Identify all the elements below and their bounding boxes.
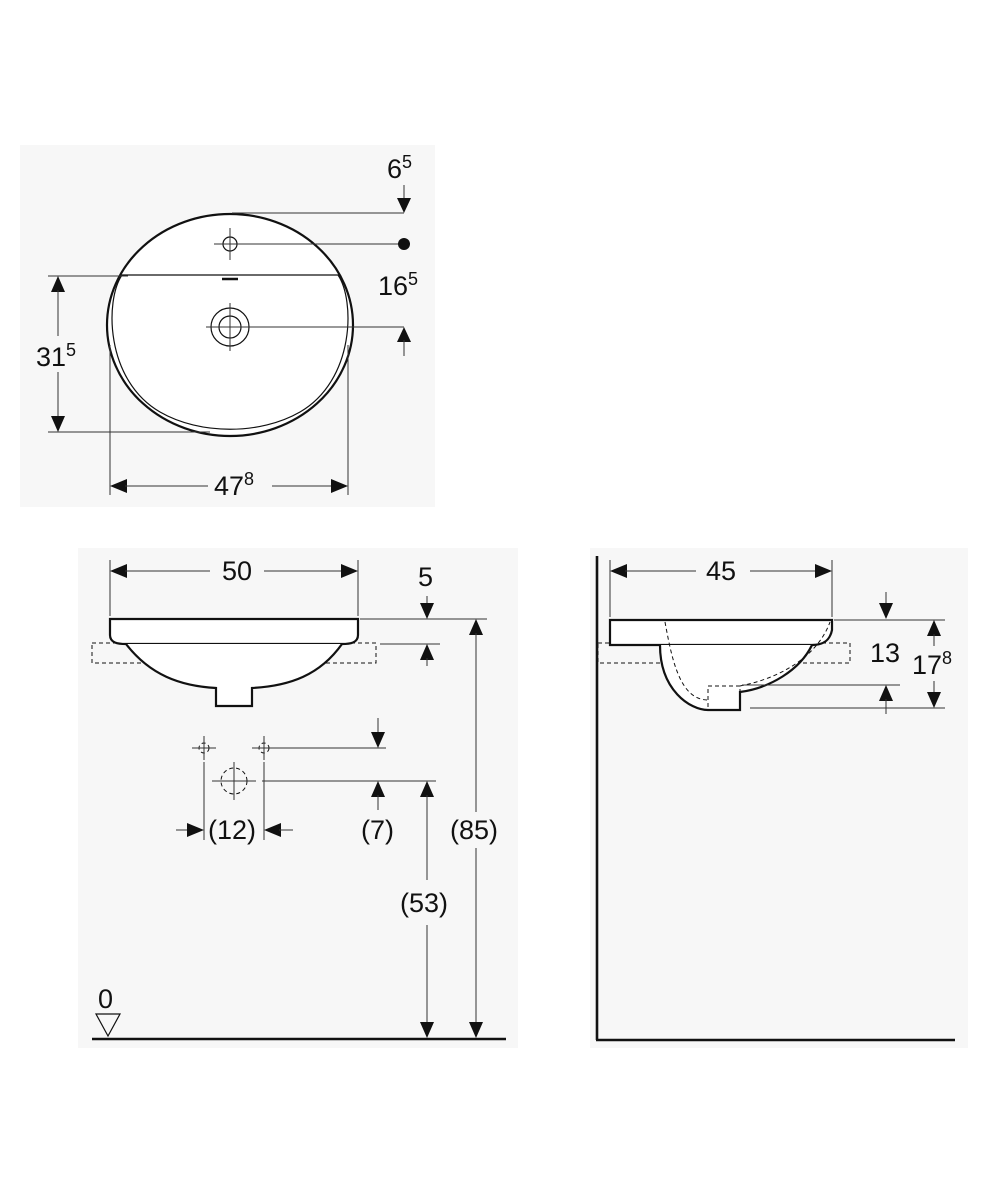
front-view: 50 5 (7) — [91, 556, 506, 1041]
arrow-down-icon — [371, 732, 385, 748]
dim-front-width: 50 — [222, 556, 252, 586]
basin-inner-side — [664, 621, 831, 701]
arrow-right-icon — [331, 479, 348, 493]
dim-total-height: (85) — [450, 815, 498, 845]
basin-bowl-front — [125, 643, 343, 708]
arrow-down-icon — [420, 603, 434, 619]
arrow-left-icon — [110, 479, 127, 493]
tap-connection-right-icon — [252, 736, 276, 760]
arrow-left-icon — [264, 823, 281, 837]
dim-drain-offset: 165 — [378, 269, 418, 301]
waste-connection-icon — [212, 762, 256, 800]
dim-side-total: 178 — [912, 648, 952, 680]
dim-bowl: 13 — [870, 638, 900, 668]
arrow-up-icon — [371, 781, 385, 797]
floor-level-label: 0 — [98, 984, 113, 1014]
dim-side-depth: 45 — [706, 556, 736, 586]
basin-front-body — [108, 617, 360, 646]
outlet-side — [707, 685, 741, 711]
arrow-down-icon — [879, 603, 893, 619]
arrow-down-icon — [397, 198, 411, 213]
drain-icon — [206, 303, 254, 351]
arrow-down-icon — [420, 1022, 434, 1038]
arrow-left-icon — [610, 564, 627, 578]
dim-width: 478 — [214, 469, 254, 501]
basin-side-body — [608, 618, 834, 647]
arrow-left-icon — [110, 564, 127, 578]
arrow-down-icon — [469, 1022, 483, 1038]
dim-tap-offset: 65 — [387, 152, 412, 184]
dim-depth: 315 — [36, 340, 76, 372]
arrow-up-icon — [51, 276, 65, 292]
arrow-right-icon — [187, 823, 204, 837]
dim-connection-spacing: (12) — [208, 815, 256, 845]
floor-level-icon — [94, 1013, 122, 1038]
arrow-up-icon — [927, 620, 941, 636]
tap-hole-icon — [214, 228, 246, 260]
top-view: 65 165 315 478 — [36, 152, 418, 501]
basin-bowl-edge — [111, 274, 349, 430]
dim-connection-offset: (7) — [361, 815, 394, 845]
dim-outlet-height: (53) — [400, 888, 448, 918]
tap-connection-left-icon — [192, 736, 216, 760]
dim-rim: 5 — [418, 562, 433, 592]
arrow-up-icon — [420, 781, 434, 797]
arrow-up-icon — [879, 685, 893, 701]
dimension-dot-icon — [398, 238, 410, 250]
arrow-right-icon — [815, 564, 832, 578]
arrow-down-icon — [927, 692, 941, 708]
side-view: 45 13 178 — [595, 556, 955, 1042]
arrow-down-icon — [51, 416, 65, 432]
arrow-right-icon — [341, 564, 358, 578]
arrow-up-icon — [420, 644, 434, 660]
arrow-up-icon — [397, 327, 411, 342]
arrow-up-icon — [469, 619, 483, 635]
